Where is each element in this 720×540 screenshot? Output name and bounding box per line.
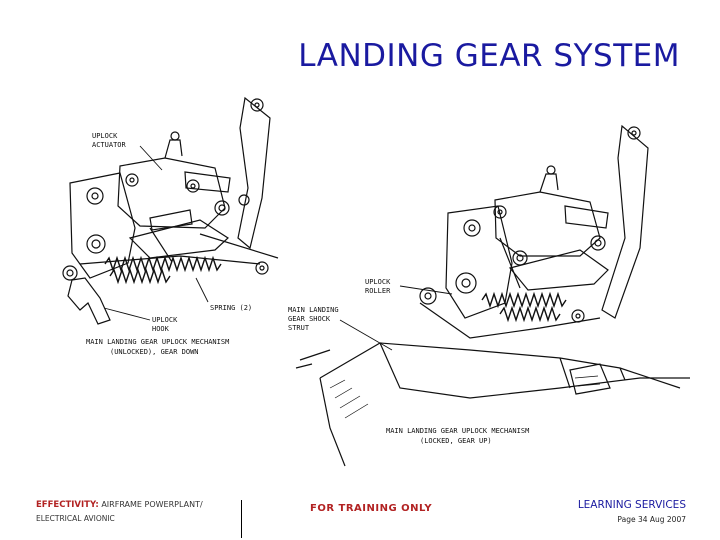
training-notice: FOR TRAINING ONLY — [310, 503, 433, 514]
page-info: Page 34 Aug 2007 — [617, 515, 686, 524]
left-leader-hook — [103, 307, 151, 321]
left-caption-1: MAIN LANDING GEAR UPLOCK MECHANISM — [86, 338, 229, 346]
right-caption-1: MAIN LANDING GEAR UPLOCK MECHANISM — [386, 427, 529, 435]
label-uplock-hook-2: HOOK — [152, 325, 170, 333]
right-spring-lower — [499, 305, 561, 323]
label-spring: SPRING (2) — [210, 304, 252, 312]
label-uplock-actuator-1: UPLOCK — [92, 132, 118, 140]
left-leader-actuator — [139, 145, 163, 171]
effectivity-block: EFFECTIVITY: AIRFRAME POWERPLANT/ ELECTR… — [36, 500, 242, 538]
label-strut-2: GEAR SHOCK — [288, 315, 331, 323]
footer-right-block: LEARNING SERVICES Page 34 Aug 2007 — [578, 499, 686, 524]
right-leader-strut — [339, 319, 393, 351]
right-caption-2: (LOCKED, GEAR UP) — [420, 437, 492, 445]
effectivity-value-2: ELECTRICAL AVIONIC — [36, 514, 115, 523]
right-spring-upper — [481, 291, 567, 309]
right-leader-roller — [399, 285, 453, 295]
left-spring-lower — [109, 267, 171, 285]
label-uplock-hook-1: UPLOCK — [152, 316, 178, 324]
left-mechanism-drawing — [62, 96, 279, 325]
label-strut-1: MAIN LANDING — [288, 306, 339, 314]
page-title: LANDING GEAR SYSTEM — [298, 38, 680, 74]
right-mechanism-drawing — [295, 124, 690, 467]
label-uplock-roller-2: ROLLER — [365, 287, 391, 295]
left-caption-2: (UNLOCKED), GEAR DOWN — [110, 348, 199, 356]
uplock-mechanism-diagram: UPLOCK ACTUATOR SPRING (2) UPLOCK HOOK M… — [62, 96, 690, 467]
left-spring-upper — [104, 255, 222, 273]
effectivity-value: AIRFRAME POWERPLANT/ — [101, 500, 203, 509]
learning-services: LEARNING SERVICES — [577, 499, 686, 511]
left-leader-spring — [195, 277, 209, 303]
label-uplock-roller-1: UPLOCK — [365, 278, 391, 286]
effectivity-label: EFFECTIVITY: — [36, 500, 99, 510]
label-strut-3: STRUT — [288, 324, 310, 332]
label-uplock-actuator-2: ACTUATOR — [92, 141, 127, 149]
